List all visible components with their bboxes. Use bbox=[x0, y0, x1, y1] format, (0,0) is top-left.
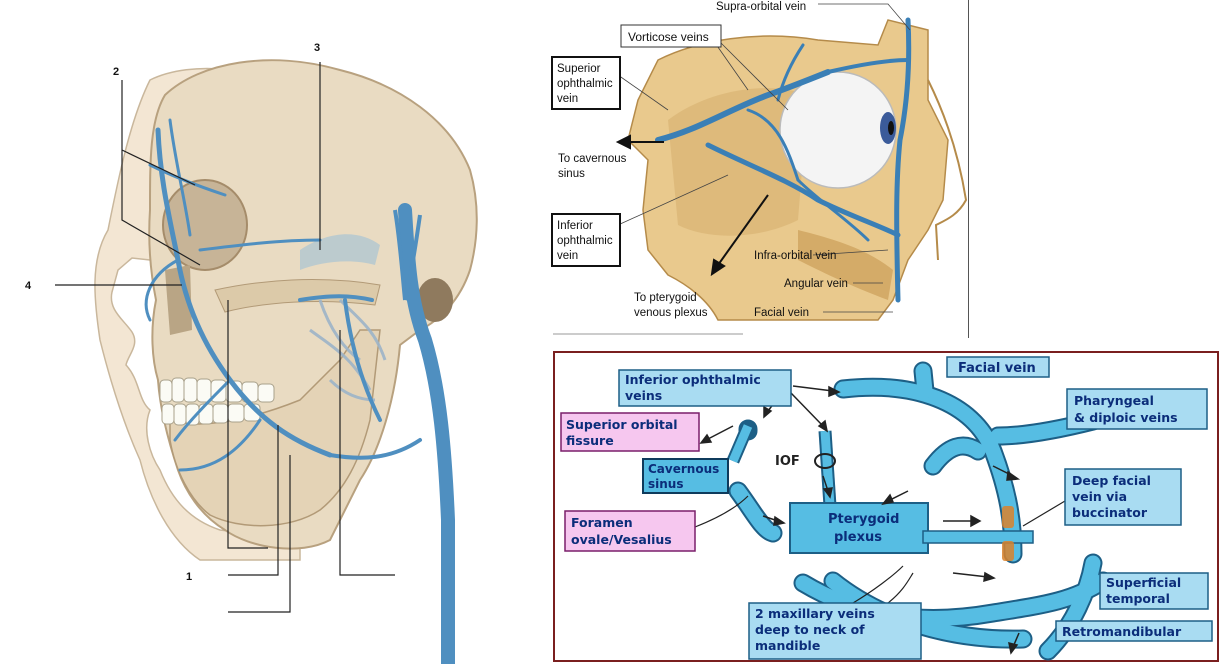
deep-facial-mark-bottom bbox=[1002, 541, 1014, 561]
sof-vessel-fill bbox=[728, 424, 753, 463]
iof-ring-icon bbox=[814, 453, 836, 469]
zygomatic-arch bbox=[214, 279, 381, 313]
skull-vein-illustration: 2 3 4 1 bbox=[0, 0, 545, 664]
cavernous-label-1: Cavernous bbox=[648, 462, 719, 476]
inferior-ophthalmic-flow-box bbox=[618, 369, 792, 407]
cavernous-box bbox=[642, 458, 729, 494]
flow-leader-lines bbox=[694, 495, 1066, 604]
superficial-temporal-label-2: temporal bbox=[1106, 591, 1170, 606]
inferior-ophthalmic-flow-label-1: Inferior ophthalmic bbox=[625, 372, 761, 387]
angular-vein-label: Angular vein bbox=[784, 278, 848, 290]
ophthalmic-veins bbox=[655, 17, 912, 303]
deep-facial-box bbox=[1064, 468, 1182, 526]
to-pterygoid-label-1: To pterygoid bbox=[634, 292, 697, 304]
pterygoid-plexus-block bbox=[789, 502, 929, 554]
venous-drainage-flow-diagram: Pterygoid plexus IOF bbox=[553, 351, 1219, 662]
flow-svg: Pterygoid plexus IOF bbox=[553, 351, 1219, 662]
facial-vein-flow-label: Facial vein bbox=[958, 361, 1036, 376]
superior-orbital-box bbox=[560, 412, 700, 452]
pterygoid-label-1: Pterygoid bbox=[828, 512, 899, 527]
ear-canal bbox=[417, 278, 453, 322]
orbit-svg: Vorticose veins Superior ophthalmic vein… bbox=[551, 1, 968, 335]
temporal-vein-branch bbox=[403, 214, 422, 301]
superior-orbital-label-2: fissure bbox=[566, 433, 614, 448]
superior-ophthalmic-label-3: vein bbox=[557, 93, 578, 105]
superior-ophthalmic-label-2: ophthalmic bbox=[557, 78, 613, 90]
orbit-leader-lines bbox=[617, 3, 911, 313]
pterygoid-extension bbox=[922, 530, 1034, 544]
number-label-1: 1 bbox=[186, 571, 192, 583]
maxillary-label-3: mandible bbox=[755, 638, 820, 653]
inferior-ophthalmic-flow-label-2: veins bbox=[625, 388, 662, 403]
maxillary-label-1: 2 maxillary veins bbox=[755, 606, 875, 621]
pharyngeal-label-1: Pharyngeal bbox=[1074, 393, 1154, 408]
to-cavernous-label-1: To cavernous bbox=[558, 153, 627, 165]
nose-profile bbox=[927, 79, 968, 261]
facial-vein-label: Facial vein bbox=[754, 307, 809, 319]
maxillary-box bbox=[748, 602, 922, 660]
jugular-vein bbox=[398, 203, 455, 664]
eyeball bbox=[779, 71, 897, 189]
inferior-ophthalmic-label-3: vein bbox=[557, 250, 578, 262]
iof-label: IOF bbox=[775, 454, 800, 469]
infra-orbital-vein-label: Infra-orbital vein bbox=[754, 250, 836, 262]
teeth bbox=[159, 377, 275, 426]
copyright-line bbox=[553, 333, 743, 335]
pupil-icon bbox=[888, 121, 894, 135]
panel-separator bbox=[968, 0, 969, 338]
foramen-box bbox=[564, 510, 696, 552]
number-label-4: 4 bbox=[25, 280, 32, 292]
deep-facial-mark-top bbox=[1002, 506, 1014, 528]
superior-orbital-label-1: Superior orbital bbox=[566, 417, 678, 432]
maxillary-label-2: deep to neck of bbox=[755, 622, 865, 637]
leader-lines bbox=[55, 62, 395, 613]
supra-orbital-vein-label: Supra-orbital vein bbox=[716, 1, 806, 13]
facial-vein-network bbox=[144, 118, 422, 472]
deep-facial-label-2: vein via bbox=[1072, 489, 1127, 504]
retromandibular-box bbox=[1055, 620, 1213, 642]
superficial-temporal-label-1: Superficial bbox=[1106, 575, 1181, 590]
inferior-ophthalmic-box bbox=[551, 213, 621, 267]
number-label-3: 3 bbox=[314, 42, 320, 54]
deep-facial-label-1: Deep facial bbox=[1072, 473, 1151, 488]
foramen-label-2: ovale/Vesalius bbox=[571, 532, 672, 547]
inferior-ophthalmic-label-1: Inferior bbox=[557, 220, 593, 232]
superficial-temporal-box bbox=[1099, 572, 1209, 610]
cheek-bone bbox=[798, 230, 893, 300]
number-label-2: 2 bbox=[113, 66, 119, 78]
flow-direction-arrows bbox=[699, 385, 1021, 655]
retromandibular-label: Retromandibular bbox=[1062, 624, 1182, 639]
pharyngeal-label-2: & diploic veins bbox=[1074, 410, 1178, 425]
vorticose-veins-label: Vorticose veins bbox=[628, 30, 709, 44]
deep-facial-label-3: buccinator bbox=[1072, 505, 1148, 520]
skull-svg: 2 3 4 1 bbox=[25, 42, 478, 664]
pharyngeal-box bbox=[1066, 388, 1208, 430]
vorticose-box bbox=[620, 24, 722, 48]
pterygoid-label-2: plexus bbox=[834, 530, 882, 545]
flow-arrows bbox=[615, 134, 769, 277]
facial-vein-box bbox=[946, 356, 1050, 378]
cavernous-label-2: sinus bbox=[648, 477, 683, 491]
inferior-ophthalmic-label-2: ophthalmic bbox=[557, 235, 613, 247]
superior-ophthalmic-box bbox=[551, 56, 621, 110]
to-pterygoid-label-2: venous plexus bbox=[634, 307, 708, 319]
temporal-vein bbox=[393, 209, 407, 301]
orbit-vein-illustration: Vorticose veins Superior ophthalmic vein… bbox=[548, 0, 970, 338]
to-cavernous-label-2: sinus bbox=[558, 168, 585, 180]
superior-ophthalmic-label-1: Superior bbox=[557, 63, 601, 75]
foramen-label-1: Foramen bbox=[571, 515, 633, 530]
